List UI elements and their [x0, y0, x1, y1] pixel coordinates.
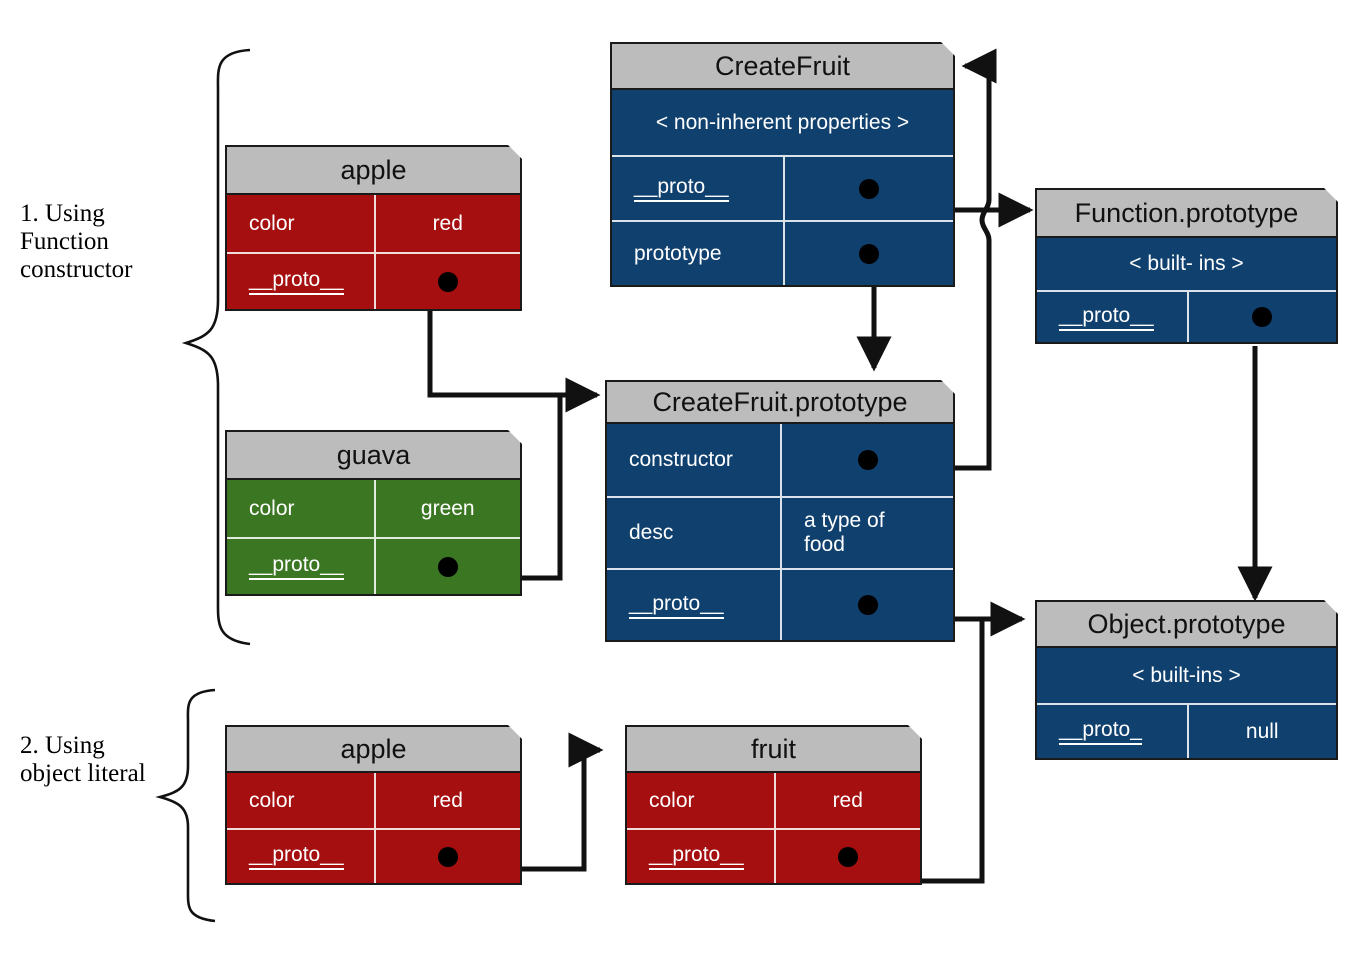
box-function-prototype[interactable]: Function.prototype < built- ins > __prot… — [1035, 188, 1338, 344]
pointer-dot-icon — [858, 243, 879, 264]
pointer-dot-icon — [1252, 307, 1273, 327]
row-value-pointer — [782, 222, 954, 285]
row-key-proto: __proto__ — [227, 539, 374, 594]
table-row: color red — [627, 773, 920, 828]
box-apple-literal[interactable]: apple color red __proto__ — [225, 725, 522, 885]
banner-text: < non-inherent properties > — [655, 110, 910, 134]
box-title-createfruit: CreateFruit — [610, 42, 955, 90]
pointer-dot-icon — [437, 846, 458, 867]
row-key-proto: __proto__ — [227, 254, 374, 309]
pointer-dot-icon — [437, 271, 458, 292]
row-value-pointer — [373, 830, 521, 883]
box-title-guava: guava — [225, 430, 522, 480]
section-label-1: 1. Using Function constructor — [20, 200, 133, 283]
row-key-proto: __proto__ — [627, 830, 774, 883]
pointer-dot-icon — [858, 178, 879, 199]
row-key: color — [649, 788, 695, 812]
row-value-pointer — [1186, 292, 1337, 342]
box-createfruit-prototype[interactable]: CreateFruit.prototype constructor desc a… — [605, 380, 955, 642]
row-key: color — [249, 788, 295, 812]
table-row-banner: < non-inherent properties > — [612, 90, 953, 155]
row-key-proto: __proto_ — [1037, 705, 1187, 758]
box-apple-constructor[interactable]: apple color red __proto__ — [225, 145, 522, 311]
banner-text: < built-ins > — [1132, 663, 1241, 687]
row-value: red — [773, 773, 921, 828]
row-key: constructor — [629, 448, 733, 471]
table-row: color red — [227, 773, 520, 828]
row-value-pointer — [773, 830, 921, 883]
table-row-banner: < built- ins > — [1037, 238, 1336, 290]
pointer-dot-icon — [437, 556, 458, 577]
pointer-dot-icon — [837, 846, 858, 867]
row-key-proto: __proto__ — [607, 570, 780, 640]
table-row: __proto__ — [1037, 290, 1336, 342]
box-guava[interactable]: guava color green __proto__ — [225, 430, 522, 596]
box-title-fruit: fruit — [625, 725, 922, 773]
row-key: desc — [629, 521, 674, 544]
table-row: prototype — [612, 220, 953, 285]
box-title-function-prototype: Function.prototype — [1035, 188, 1338, 238]
row-value-pointer — [373, 254, 521, 309]
box-title-createfruit-prototype: CreateFruit.prototype — [605, 380, 955, 424]
table-row: __proto_ null — [1037, 703, 1336, 758]
row-value: green — [373, 480, 521, 537]
table-row: color red — [227, 195, 520, 252]
banner-text: < built- ins > — [1129, 252, 1244, 275]
pointer-dot-icon — [857, 595, 878, 615]
row-value-pointer — [780, 570, 953, 640]
row-value-pointer — [782, 157, 954, 220]
table-row: __proto__ — [607, 568, 953, 640]
brace-section-2 — [155, 688, 216, 923]
row-value: a type of food — [780, 498, 953, 568]
box-object-prototype[interactable]: Object.prototype < built-ins > __proto_ … — [1035, 600, 1338, 760]
table-row: color green — [227, 480, 520, 537]
table-row: desc a type of food — [607, 496, 953, 568]
row-value: red — [373, 773, 521, 828]
table-row: __proto__ — [612, 155, 953, 220]
row-key: color — [249, 211, 295, 235]
table-row: __proto__ — [227, 537, 520, 594]
row-value-pointer — [780, 424, 953, 496]
row-value: red — [373, 195, 521, 252]
table-row: __proto__ — [227, 252, 520, 309]
row-value-pointer — [373, 539, 521, 594]
row-key-proto: __proto__ — [612, 157, 783, 220]
row-key: color — [249, 496, 295, 520]
table-row: __proto__ — [227, 828, 520, 883]
row-key-proto: __proto__ — [1037, 292, 1187, 342]
section-label-2: 2. Using object literal — [20, 732, 146, 787]
table-row-banner: < built-ins > — [1037, 648, 1336, 703]
row-key-proto: __proto__ — [227, 830, 374, 883]
row-value: null — [1186, 705, 1337, 758]
box-fruit[interactable]: fruit color red __proto__ — [625, 725, 922, 885]
box-title-apple-literal: apple — [225, 725, 522, 773]
pointer-dot-icon — [857, 450, 878, 470]
table-row: constructor — [607, 424, 953, 496]
box-title-object-prototype: Object.prototype — [1035, 600, 1338, 648]
box-createfruit[interactable]: CreateFruit < non-inherent properties > … — [610, 42, 955, 287]
row-key: prototype — [634, 241, 722, 265]
box-title-apple-constructor: apple — [225, 145, 522, 195]
table-row: __proto__ — [627, 828, 920, 883]
